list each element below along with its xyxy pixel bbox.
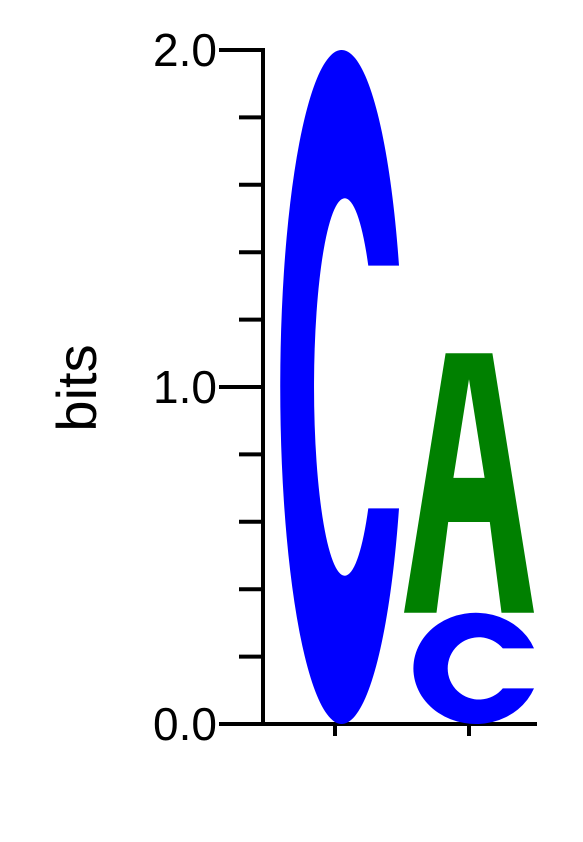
y-ticks: [219, 48, 263, 726]
logo-letter-C-pos2: [413, 612, 534, 724]
letter-A-glyph: [404, 353, 534, 613]
y-tick-label: 2.0: [153, 24, 217, 76]
logo-letter-C-pos1: [280, 49, 399, 724]
letter-C-glyph: [280, 49, 399, 724]
letter-C-glyph: [413, 612, 534, 724]
y-axis-label: bits: [45, 344, 108, 431]
y-tick-label: 1.0: [153, 361, 217, 413]
logo-letter-A-pos2: [404, 353, 534, 613]
x-ticks: [333, 724, 471, 736]
letter-stacks: [280, 49, 534, 724]
y-tick-labels: 0.0 1.0 2.0: [153, 24, 217, 750]
y-tick-label: 0.0: [153, 698, 217, 750]
